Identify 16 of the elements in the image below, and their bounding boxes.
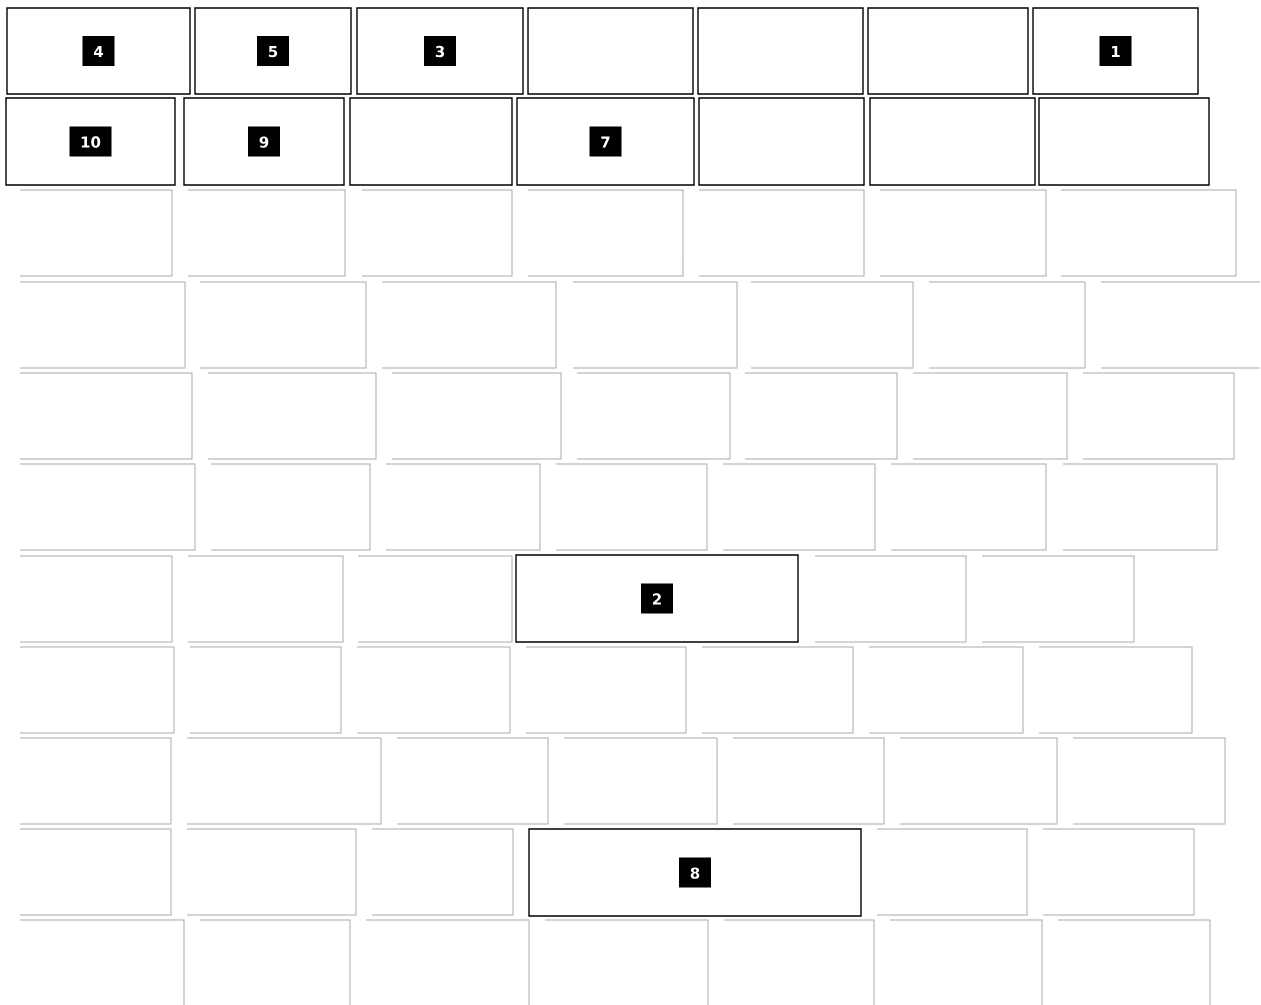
numbered-box: 7: [516, 97, 695, 186]
empty-box: [1038, 97, 1210, 186]
numbered-box: 3: [356, 7, 524, 95]
numbered-box: 4: [6, 7, 191, 95]
numbered-box: 8: [528, 828, 862, 917]
numbered-box: 2: [515, 554, 799, 643]
empty-box: [698, 97, 865, 186]
numbered-box: 9: [183, 97, 345, 186]
numbered-box: 10: [5, 97, 176, 186]
empty-box: [527, 7, 694, 95]
empty-box: [869, 97, 1036, 186]
empty-box: [867, 7, 1029, 95]
numbered-box: 1: [1032, 7, 1199, 95]
empty-box: [349, 97, 513, 186]
empty-box: [697, 7, 864, 95]
numbered-box: 5: [194, 7, 352, 95]
